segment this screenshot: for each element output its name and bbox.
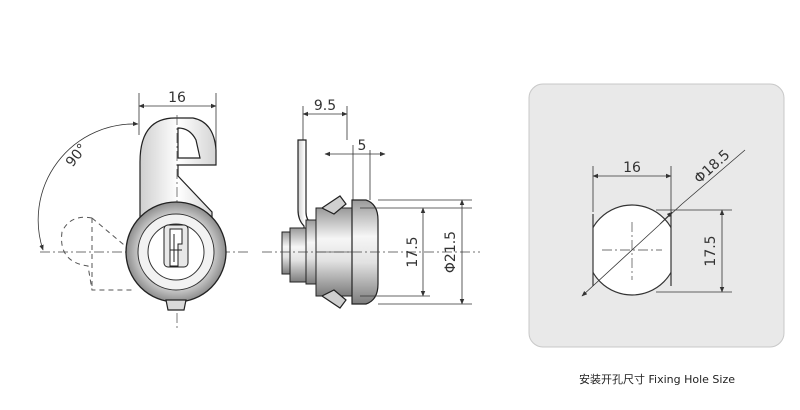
- front-width-label: 16: [168, 90, 186, 106]
- side-inner-height-label: 17.5: [405, 236, 421, 267]
- side-outer-diameter-label: Φ21.5: [443, 231, 459, 273]
- side-outer-diameter-dimension: Φ21.5: [443, 199, 465, 305]
- hole-height-label: 17.5: [703, 235, 719, 266]
- cam-rotated-position: [61, 216, 132, 291]
- rotation-angle-label: 90°: [63, 141, 91, 170]
- side-inner-height-dimension: 17.5: [405, 207, 426, 297]
- hole-height-dimension: 17.5: [656, 209, 732, 293]
- front-width-dimension: 16: [138, 90, 217, 150]
- side-step-label: 5: [358, 138, 367, 154]
- fixing-hole-panel: 16 Φ18.5 17.5 安装开孔尺寸 Fixing Hole Size: [528, 83, 785, 386]
- fixing-hole-caption: 安装开孔尺寸 Fixing Hole Size: [579, 372, 735, 386]
- side-view: 9.5 5 17.5: [262, 98, 480, 309]
- front-view: 16 90°: [37, 90, 250, 330]
- hole-width-dimension: 16: [592, 160, 672, 212]
- keyhole-icon: [163, 224, 189, 268]
- hole-width-label: 16: [623, 160, 641, 176]
- side-step-dimension: 5: [324, 138, 386, 200]
- rotation-angle-arc: 90°: [37, 121, 139, 251]
- side-top-label: 9.5: [314, 98, 336, 114]
- side-top-dimension: 9.5: [302, 98, 348, 140]
